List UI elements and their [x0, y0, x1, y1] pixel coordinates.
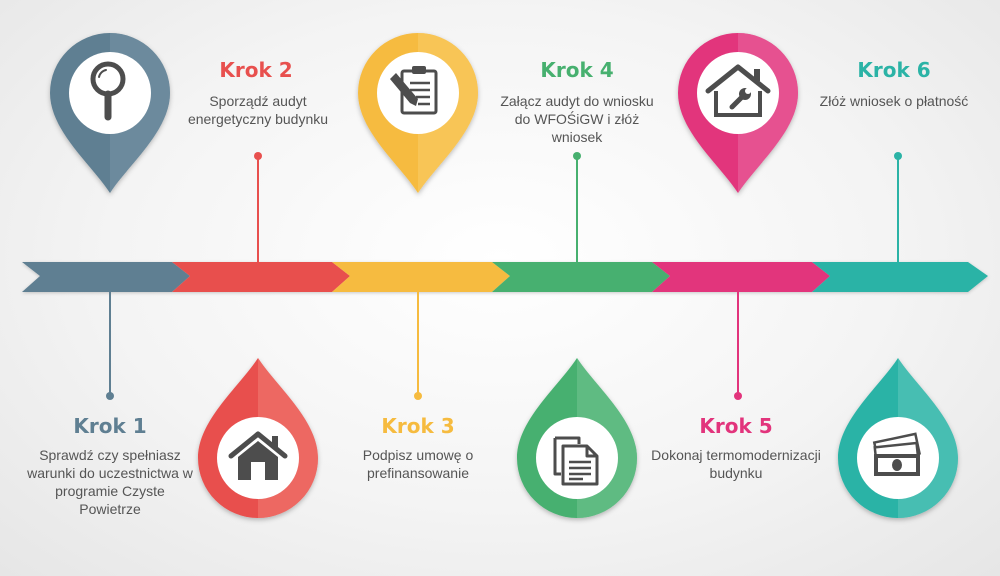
connector-step-4 — [573, 152, 581, 262]
magnifier-icon — [90, 61, 126, 121]
step-5-description: Dokonaj termomodernizacji budynku — [651, 447, 821, 481]
step-3-description: Podpisz umowę o prefinansowanie — [362, 447, 474, 481]
timeline-segment-4 — [492, 262, 670, 292]
step-6-title: Krok 6 — [857, 58, 931, 82]
step-4-description: Załącz audyt do wniosku do WFOŚiGW i złó… — [500, 93, 654, 145]
house-icon — [228, 431, 288, 480]
timeline-arrow — [22, 262, 988, 292]
clipboard-icon — [390, 66, 438, 115]
pin-step-4 — [517, 358, 637, 518]
step-2-title: Krok 2 — [219, 58, 293, 82]
pin-step-3 — [358, 33, 478, 193]
timeline-segment-3 — [332, 262, 510, 292]
step-4-title: Krok 4 — [540, 58, 614, 82]
pin-step-6 — [838, 358, 958, 518]
banknotes-icon — [872, 432, 922, 476]
connector-step-5 — [734, 292, 742, 400]
connector-step-1 — [106, 292, 114, 400]
timeline-segment-6 — [812, 262, 988, 292]
timeline-segment-5 — [652, 262, 830, 292]
timeline-segment-1 — [22, 262, 190, 292]
step-2-description: Sporządź audyt energetyczny budynku — [187, 93, 329, 127]
connector-step-6 — [894, 152, 902, 262]
documents-icon — [553, 436, 599, 486]
pin-step-1 — [50, 33, 170, 193]
step-1-description: Sprawdź czy spełniasz warunki do uczestn… — [27, 447, 193, 517]
timeline-segment-2 — [172, 262, 350, 292]
step-5-title: Krok 5 — [699, 414, 773, 438]
connector-step-2 — [254, 152, 262, 262]
connector-step-3 — [414, 292, 422, 400]
house-wrench-icon — [705, 64, 771, 117]
step-1-title: Krok 1 — [73, 414, 147, 438]
pin-step-5 — [678, 33, 798, 193]
step-6-description: Złóż wniosek o płatność — [819, 93, 969, 109]
step-3-title: Krok 3 — [381, 414, 455, 438]
pin-step-2 — [198, 358, 318, 518]
